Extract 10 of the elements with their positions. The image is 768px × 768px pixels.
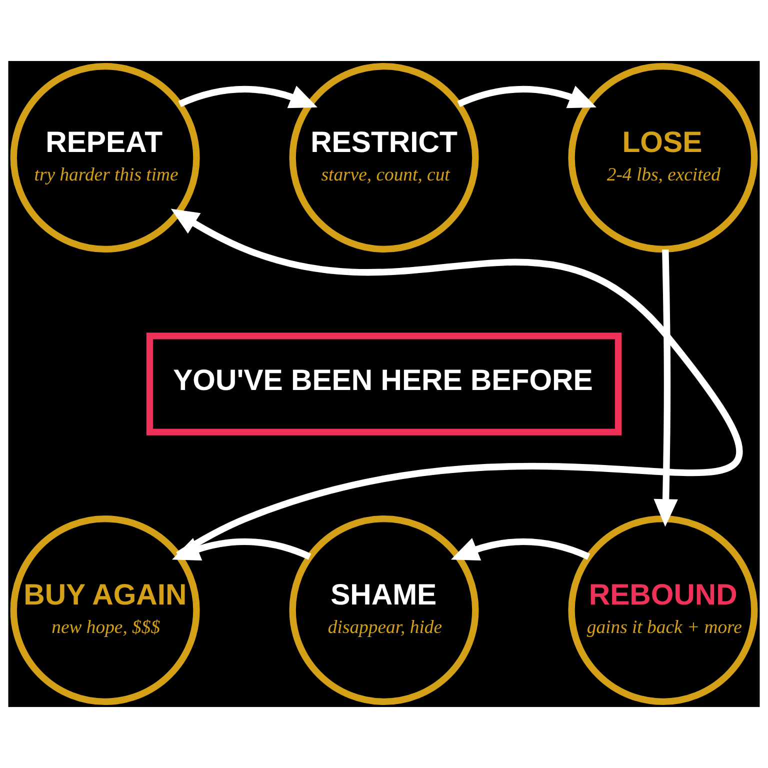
arrow (457, 86, 596, 108)
node-circle: LOSE 2-4 lbs, excited (568, 63, 758, 253)
arrow (450, 538, 590, 560)
node-circle: BUY AGAIN new hope, $$$ (10, 515, 200, 705)
arrow (178, 86, 318, 108)
arrow (654, 249, 678, 527)
node-circle: SHAME disappear, hide (289, 515, 479, 705)
node-circle: REBOUND gains it back + more (568, 515, 758, 705)
node-circle: RESTRICT starve, count, cut (289, 63, 479, 253)
node-box: YOU'VE BEEN HERE BEFORE (146, 332, 622, 436)
